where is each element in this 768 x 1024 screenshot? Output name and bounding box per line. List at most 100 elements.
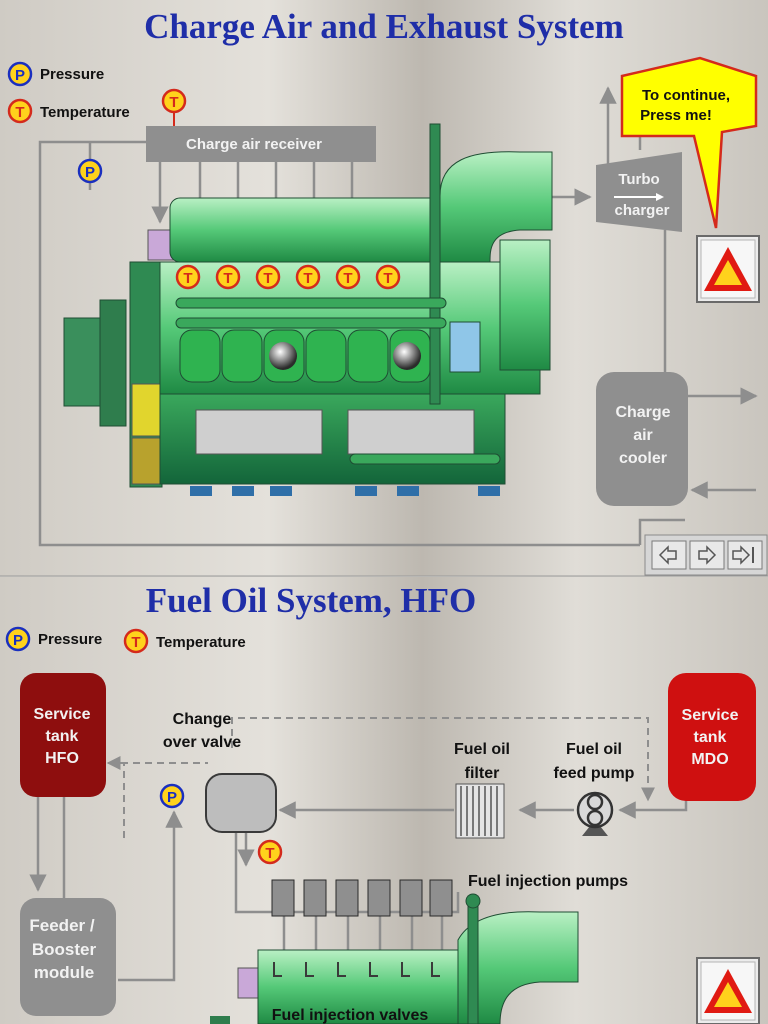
injection-pump-3 (335, 879, 359, 917)
change-over-valve-label-2: over valve (163, 734, 241, 751)
fuel-oil-feed-pump-label-1: Fuel oil (566, 741, 622, 758)
injection-pump-branches (282, 912, 444, 960)
fuel-injection-pumps (271, 879, 453, 917)
arrow-right-icon (698, 545, 717, 565)
temperature-legend-label: Temperature (40, 104, 130, 121)
service-tank-hfo: Service tank HFO (20, 673, 106, 797)
service-tank-hfo-label-2: tank (46, 728, 79, 745)
fuel-oil-filter-label-1: Fuel oil (454, 741, 510, 758)
cylinder-6-temperature-icon (375, 264, 401, 290)
engine-foot-3 (270, 486, 292, 496)
panel-1-legend: P Pressure T Temperature (7, 61, 130, 124)
engine-illustration-lower (210, 893, 579, 1024)
fuel-oil-filter-elements (460, 786, 498, 836)
yellow-cover-1 (131, 383, 165, 437)
charge-pressure-symbol: P (85, 164, 95, 181)
feeder-return-pipe (118, 810, 183, 982)
fuel-oil-filter-icon (455, 783, 505, 839)
rail-pipe-2 (175, 317, 447, 329)
supply-pressure-icon (159, 783, 185, 809)
cylinder-3-temperature-symbol: T (263, 270, 272, 287)
panel-1-title: Charge Air and Exhaust System (144, 7, 624, 46)
cylinder-head-1 (179, 329, 221, 383)
feeder-booster-label-1: Feeder / (29, 916, 94, 935)
fuel-oil-feed-pump-label-2: feed pump (554, 765, 635, 782)
callout-text-line-2: Press me! (640, 107, 712, 124)
next-slide-button[interactable] (689, 540, 725, 570)
prev-slide-button-face[interactable] (651, 540, 687, 570)
supply-temperature-symbol: T (265, 845, 274, 862)
turbocharger-block: Turbo charger (596, 152, 682, 232)
lower-pipe-cap (465, 893, 481, 909)
panel-2-pressure-legend-symbol: P (13, 632, 23, 649)
feeder-booster-box (20, 898, 116, 1016)
charge-air-cooler-label-3: cooler (619, 450, 667, 467)
cylinder-4-temperature-icon (295, 264, 321, 290)
turbo-body (499, 239, 551, 371)
cylinder-1-temperature-icon (175, 264, 201, 290)
next-slide-button-face[interactable] (689, 540, 725, 570)
feed-pump-icon (576, 791, 614, 836)
rail-pipe-1 (175, 297, 447, 309)
pressure-legend-icon (7, 61, 33, 87)
continue-warning-button[interactable] (696, 235, 760, 303)
cylinder-temperature-badges: T T T T T T (175, 264, 401, 290)
service-tank-mdo-label-1: Service (682, 707, 739, 724)
panel-2-title: Fuel Oil System, HFO (146, 581, 477, 620)
lower-engine-foot (210, 1016, 230, 1024)
flywheel (99, 299, 127, 427)
charge-air-manifold (169, 197, 441, 263)
gauge-ball-1 (269, 342, 297, 370)
feed-pump-base (582, 826, 608, 836)
injection-pump-6 (429, 879, 453, 917)
lower-receiver-flange (237, 967, 261, 999)
panel-2-temperature-legend-label: Temperature (156, 634, 246, 651)
fuel-injection-valves-label: Fuel injection valves (272, 1007, 429, 1024)
charge-air-receiver-label: Charge air receiver (186, 136, 322, 153)
service-tank-hfo-label-3: HFO (45, 750, 79, 767)
supply-pressure-symbol: P (167, 789, 177, 806)
flywheel-hub (63, 317, 101, 407)
service-tank-mdo-box (668, 673, 756, 801)
pressure-legend-symbol: P (15, 67, 25, 84)
callout-bubble[interactable] (620, 56, 758, 229)
cylinder-5-temperature-symbol: T (343, 270, 352, 287)
crankcase-door-1 (195, 409, 323, 455)
vertical-pipe (429, 123, 441, 405)
yellow-cover-2 (131, 437, 165, 485)
cylinder-head-4 (305, 329, 347, 383)
feed-pump-gear-top (586, 793, 604, 811)
service-tank-hfo-box (20, 673, 106, 797)
panel-2-temperature-legend-icon (123, 628, 149, 654)
cylinder-5-temperature-icon (335, 264, 361, 290)
panel-2-pressure-legend-label: Pressure (38, 631, 102, 648)
arrow-left-icon (658, 545, 677, 565)
last-slide-button[interactable] (727, 540, 763, 570)
fuel-oil-filter-frame (455, 783, 505, 839)
temperature-legend-icon (7, 98, 33, 124)
turbocharger-label-1: Turbo (618, 171, 659, 188)
injection-valve-marks (273, 962, 440, 977)
charge-air-cooler-label-1: Charge (615, 404, 670, 421)
turbocharger-arrow-head (656, 193, 664, 201)
engine-foot-5 (397, 486, 419, 496)
continue-warning-button-lower[interactable] (696, 957, 760, 1024)
panel-2-pressure-legend-icon (5, 626, 31, 652)
continue-callout[interactable]: To continue, Press me! (620, 56, 758, 229)
fuel-oil-filter-label-2: filter (465, 765, 500, 782)
feeder-booster-module: Feeder / Booster module (20, 898, 116, 1016)
turbocharger-shape (596, 152, 682, 232)
prev-slide-button[interactable] (651, 540, 687, 570)
cylinder-head-2 (221, 329, 263, 383)
engine-foot-6 (478, 486, 500, 496)
panel-charge-air: Charge Air and Exhaust System P Pressure… (0, 0, 768, 576)
slide-nav-bar (644, 534, 768, 576)
gauge-ball-2 (393, 342, 421, 370)
service-tank-hfo-label-1: Service (34, 706, 91, 723)
injection-pump-5 (399, 879, 423, 917)
exhaust-elbow (439, 151, 553, 263)
cooler-housing (449, 321, 481, 373)
feeder-booster-label-3: module (34, 963, 94, 982)
cylinder-6-temperature-symbol: T (383, 270, 392, 287)
